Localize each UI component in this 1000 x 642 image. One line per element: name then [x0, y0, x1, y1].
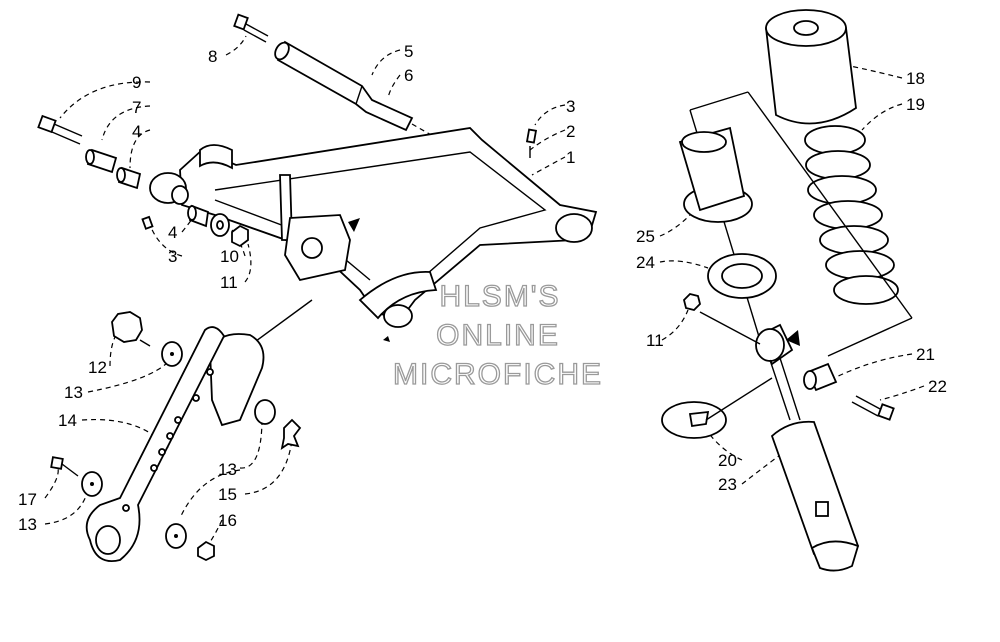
wing-nut-part-15 [280, 418, 302, 450]
callout-21: 21 [916, 345, 935, 364]
callout-2: 2 [566, 122, 575, 141]
callout-18: 18 [906, 69, 925, 88]
limiter-strap-assembly [50, 311, 302, 562]
callout-14: 14 [58, 411, 77, 430]
spring-seat-part-20 [661, 401, 727, 439]
nut-part-16 [197, 540, 215, 562]
leader-lines [44, 35, 925, 546]
callout-3-lower: 3 [168, 247, 177, 266]
grease-fitting-part-3-upper [525, 128, 538, 158]
shaft-part-5-6 [274, 40, 441, 141]
callout-20: 20 [718, 451, 737, 470]
washer-part-13-d [165, 523, 187, 549]
washer-part-13-c [81, 471, 103, 497]
callout-4-lower: 4 [168, 223, 177, 242]
boot-part-18 [765, 9, 857, 125]
a-arm-frame-part-1 [149, 127, 598, 328]
callout-3-upper: 3 [566, 97, 575, 116]
callout-24: 24 [636, 253, 655, 272]
grease-fitting-part-3-lower [141, 215, 154, 230]
nut-part-11-right [683, 293, 701, 311]
callout-23: 23 [718, 475, 737, 494]
callout-7: 7 [132, 98, 141, 117]
bushing-part-21 [803, 362, 838, 392]
callout-13-c: 13 [18, 515, 37, 534]
nut-part-11-left [231, 224, 249, 248]
washer-part-10 [210, 213, 230, 237]
callout-25: 25 [636, 227, 655, 246]
bushing-part-4-lower [187, 204, 209, 228]
watermark-line-2: ONLINE [436, 319, 560, 352]
washer-part-13-a [161, 341, 183, 367]
callout-15: 15 [218, 485, 237, 504]
callout-13-a: 13 [64, 383, 83, 402]
bolt-part-17 [50, 456, 79, 477]
callout-16: 16 [218, 511, 237, 530]
callout-labels: 8 5 6 9 7 4 3 2 1 4 3 10 11 12 13 14 13 … [18, 42, 947, 534]
spring-part-19 [804, 125, 899, 305]
callout-10: 10 [220, 247, 239, 266]
callout-11-left: 11 [220, 273, 238, 292]
shock-absorber-assembly [661, 9, 913, 572]
callout-4-upper: 4 [132, 122, 141, 141]
callout-22: 22 [928, 377, 947, 396]
bushing-part-4-upper [116, 166, 142, 190]
callout-11-right: 11 [646, 331, 664, 350]
bolt-part-9 [37, 114, 83, 145]
shock-body-part-23 [755, 323, 860, 572]
callout-1: 1 [566, 148, 575, 167]
callout-6: 6 [404, 66, 413, 85]
watermark-line-3: MICROFICHE [393, 358, 603, 391]
watermark: HLSM'S ONLINE MICROFICHE [392, 279, 603, 391]
washer-part-13-b [254, 399, 276, 425]
strap-part-14 [85, 326, 265, 562]
callout-8: 8 [208, 47, 217, 66]
bolt-part-22 [851, 395, 895, 421]
callout-12: 12 [88, 358, 107, 377]
knob-part-12 [111, 311, 151, 347]
callout-5: 5 [404, 42, 413, 61]
bolt-part-8 [233, 13, 269, 43]
callout-13-b: 13 [218, 460, 237, 479]
sleeve-part-7 [85, 148, 118, 174]
callout-9: 9 [132, 73, 141, 92]
spring-retainer-part-25 [678, 126, 753, 223]
watermark-line-1: HLSM'S [439, 280, 560, 313]
callout-17: 17 [18, 490, 37, 509]
washer-part-24 [707, 253, 777, 299]
swing-arm-assembly [37, 13, 598, 367]
callout-19: 19 [906, 95, 925, 114]
